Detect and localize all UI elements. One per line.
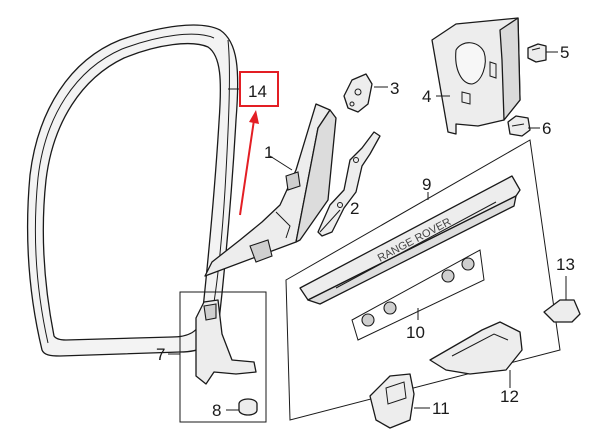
callout-5: 5 (560, 43, 569, 62)
callout-6: 6 (542, 119, 551, 138)
clip-part-6 (507, 115, 531, 137)
bracket-part-13 (543, 299, 581, 323)
callout-labels: 14 1 2 3 4 5 6 7 8 9 10 11 12 13 (156, 43, 575, 420)
clip-plate-part-10 (351, 249, 485, 341)
pillar-panel-part-4 (431, 17, 521, 135)
callout-12: 12 (500, 387, 519, 406)
callout-10: 10 (406, 323, 425, 342)
pillar-trim-part-1 (204, 103, 337, 277)
lower-trim-part-7 (179, 291, 267, 423)
bracket-part-2 (317, 131, 381, 237)
bracket-part-3 (343, 73, 373, 113)
bracket-part-12 (429, 321, 523, 375)
bracket-part-11 (369, 373, 415, 429)
callout-11: 11 (432, 399, 450, 418)
callout-7: 7 (156, 345, 165, 364)
door-seal-part-14 (27, 24, 239, 357)
callout-9: 9 (422, 175, 431, 194)
callout-3: 3 (390, 79, 399, 98)
leader-lines (168, 51, 567, 411)
grommet-part-8 (238, 398, 258, 416)
callout-1: 1 (264, 143, 273, 162)
callout-13: 13 (556, 255, 575, 274)
clip-part-5 (527, 43, 547, 63)
callout-14: 14 (248, 82, 267, 101)
callout-4: 4 (422, 87, 431, 106)
callout-2: 2 (350, 199, 359, 218)
callout-14-highlight (239, 71, 279, 216)
callout-8: 8 (212, 401, 221, 420)
